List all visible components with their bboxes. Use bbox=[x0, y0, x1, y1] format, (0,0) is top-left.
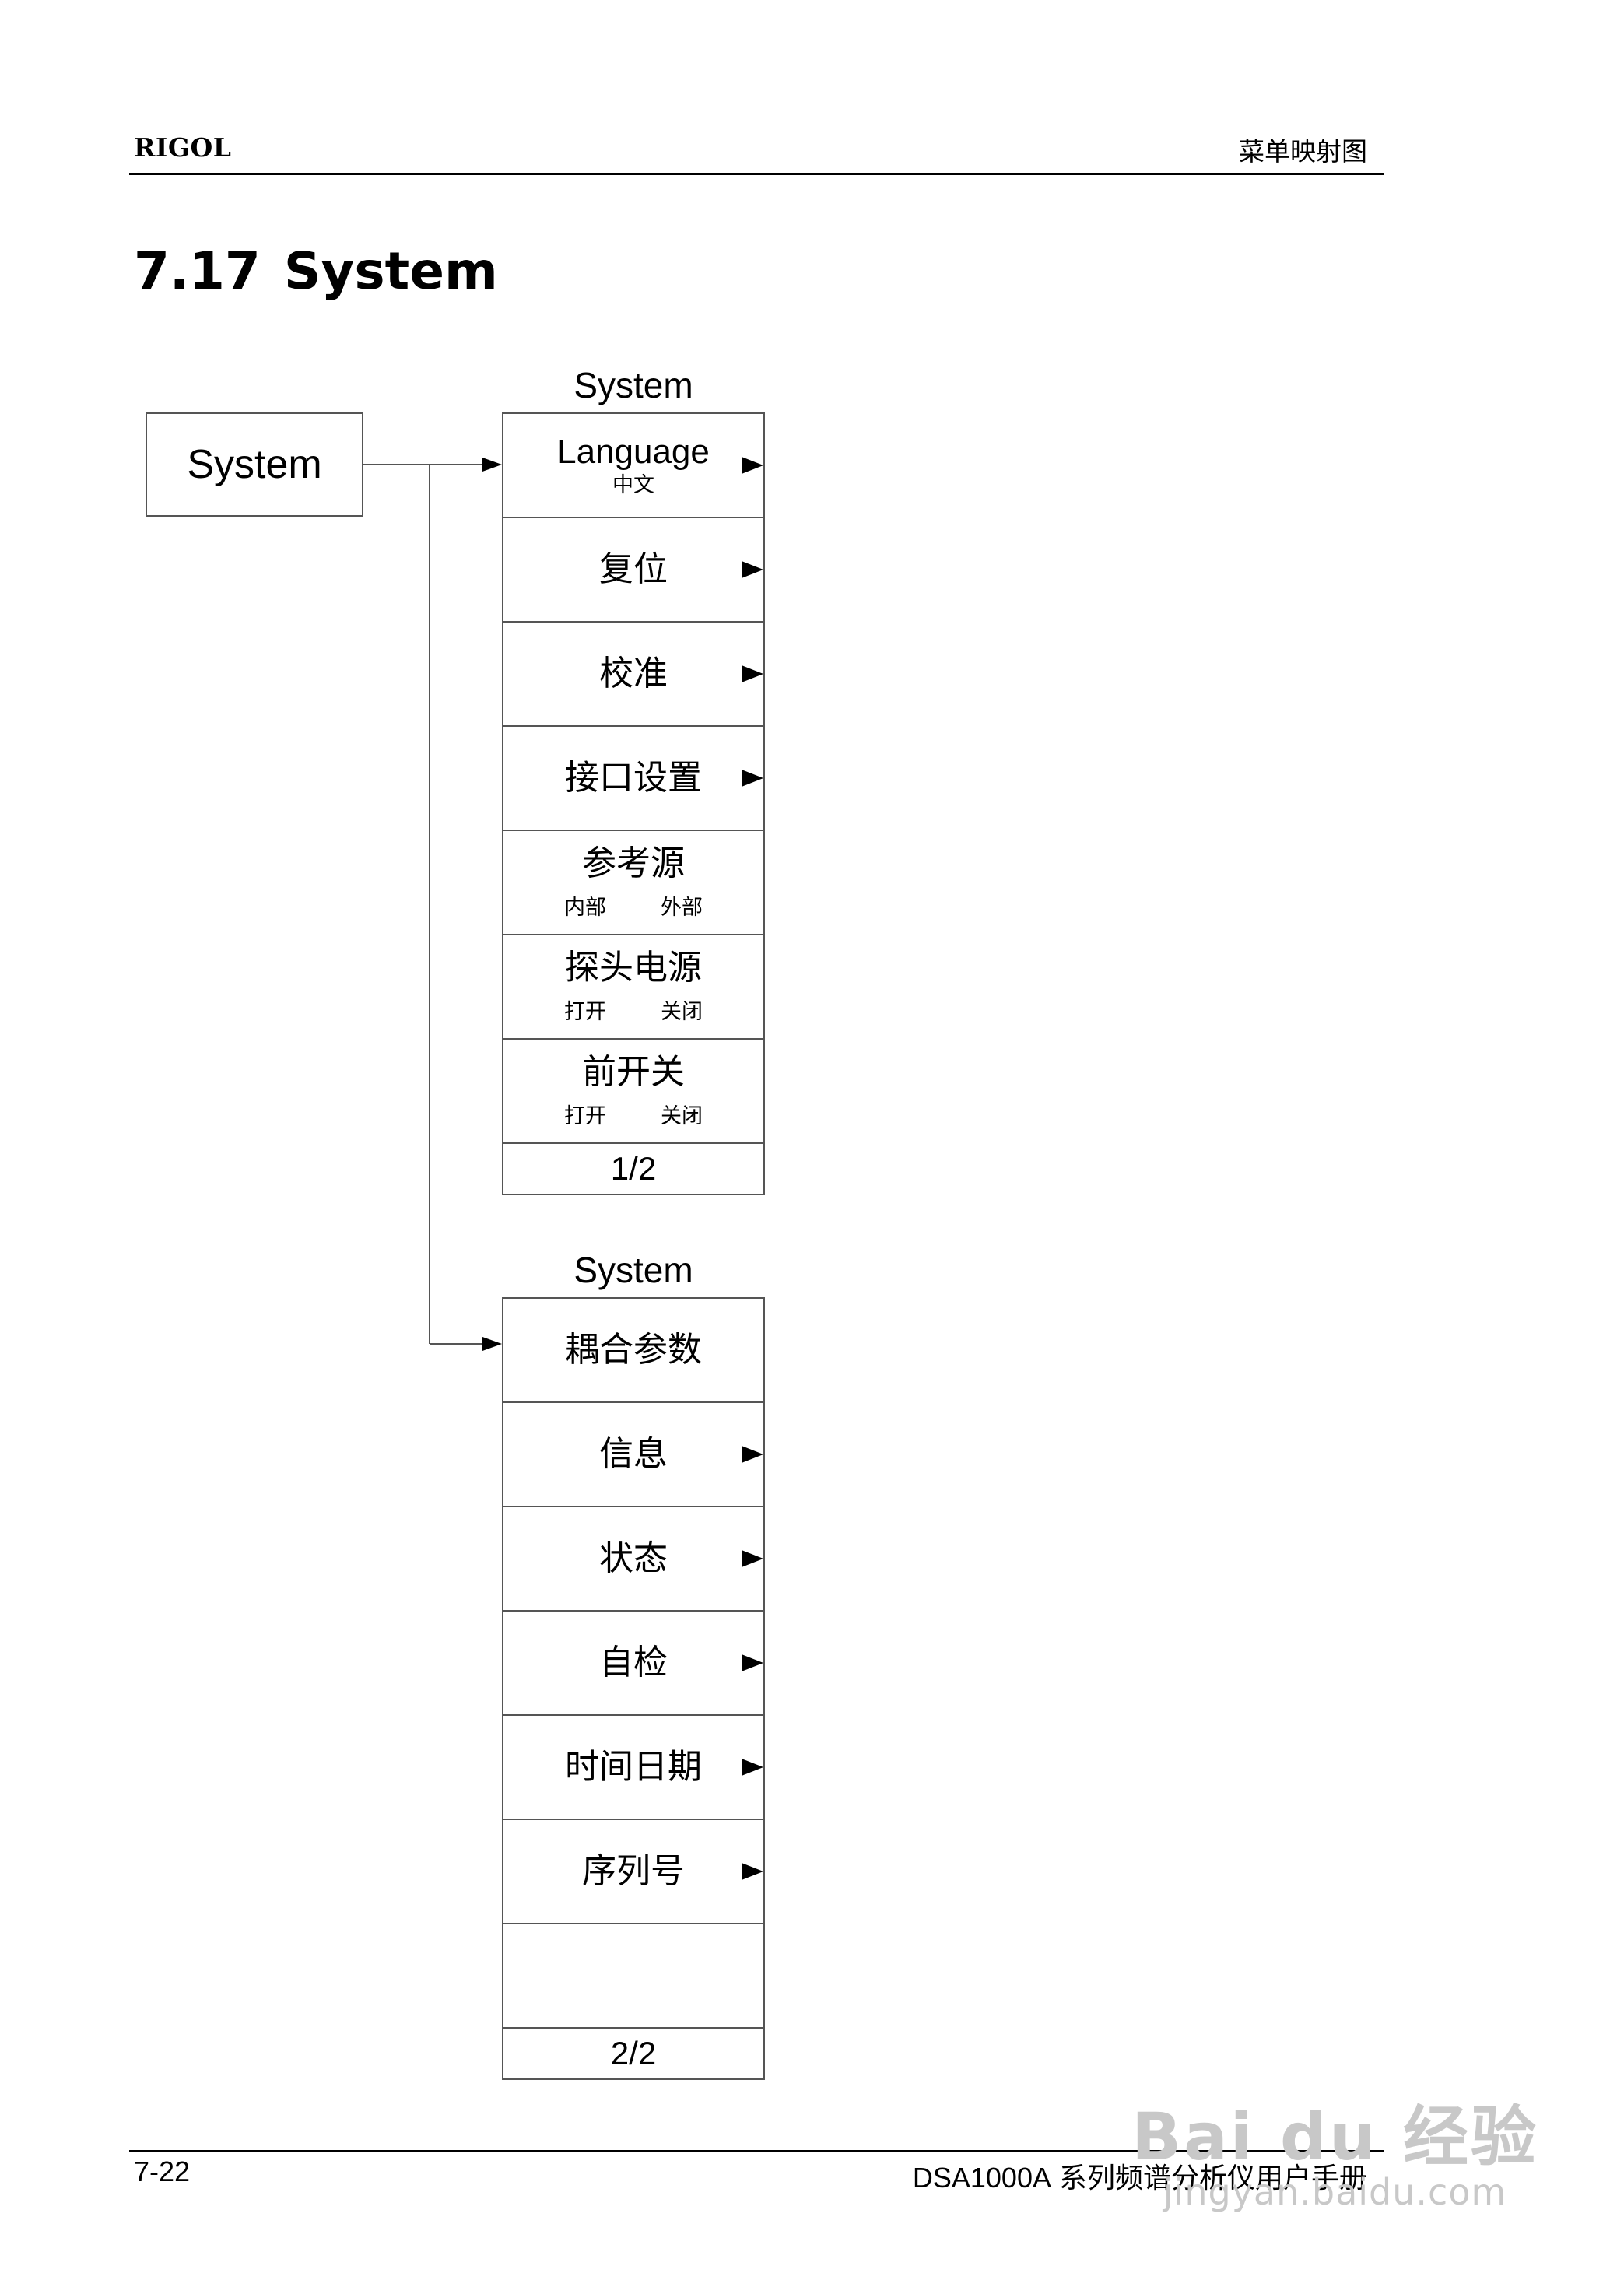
softkey-reference-source[interactable]: 参考源 内部 外部 bbox=[503, 831, 763, 935]
softkey-label: 探头电源 bbox=[565, 948, 702, 988]
softkey-self-test[interactable]: 自检 bbox=[503, 1612, 763, 1716]
submenu-arrow-icon bbox=[742, 457, 763, 474]
softkey-reset[interactable]: 复位 bbox=[503, 518, 763, 623]
connector-arrow-page1 bbox=[482, 458, 502, 472]
option-off: 关闭 bbox=[661, 1103, 703, 1128]
option-on: 打开 bbox=[564, 1103, 606, 1128]
softkey-label: 接口设置 bbox=[565, 757, 702, 798]
softkey-label: 耦合参数 bbox=[565, 1329, 702, 1370]
softkey-information[interactable]: 信息 bbox=[503, 1403, 763, 1507]
softkey-probe-power[interactable]: 探头电源 打开 关闭 bbox=[503, 935, 763, 1040]
softkey-label: 时间日期 bbox=[565, 1746, 702, 1787]
softkey-language[interactable]: Language 中文 bbox=[503, 414, 763, 518]
option-pair: 内部 外部 bbox=[564, 890, 703, 921]
watermark: Bai du 经验 jingyan.baidu.com bbox=[1131, 2101, 1538, 2212]
submenu-arrow-icon bbox=[742, 770, 763, 787]
page-indicator: 2/2 bbox=[610, 2035, 657, 2071]
softkey-front-switch[interactable]: 前开关 打开 关闭 bbox=[503, 1040, 763, 1144]
page-indicator: 1/2 bbox=[610, 1150, 657, 1187]
system-menu-page2: 耦合参数 信息 状态 自检 时间日期 序列号 2/2 bbox=[502, 1297, 765, 2080]
page-title: 7.17 System bbox=[134, 241, 498, 301]
softkey-label: 复位 bbox=[599, 549, 668, 589]
title-text: System bbox=[283, 241, 498, 301]
softkey-empty bbox=[503, 1924, 763, 2029]
softkey-label: 校准 bbox=[599, 653, 668, 693]
menu-title-page1: System bbox=[573, 365, 693, 405]
system-menu-page1: Language 中文 复位 校准 接口设置 参考源 内部 外部 探头电源 打开… bbox=[502, 412, 765, 1195]
softkey-label: Language bbox=[557, 432, 710, 471]
option-pair: 打开 关闭 bbox=[564, 994, 703, 1025]
title-number: 7.17 bbox=[134, 241, 261, 301]
menu-title-page2: System bbox=[573, 1250, 693, 1290]
model-name: DSA1000A bbox=[912, 2162, 1051, 2194]
section-title: 菜单映射图 bbox=[1239, 136, 1367, 167]
footer-rule bbox=[129, 2150, 1384, 2152]
option-on: 打开 bbox=[564, 999, 606, 1024]
manual-name: 系列频谱分析仪用户手册 bbox=[1058, 2162, 1367, 2194]
option-off: 关闭 bbox=[661, 999, 703, 1024]
submenu-arrow-icon bbox=[742, 1550, 763, 1567]
softkey-label: 信息 bbox=[599, 1433, 668, 1474]
submenu-arrow-icon bbox=[742, 561, 763, 578]
softkey-label: 状态 bbox=[599, 1538, 668, 1578]
page-number: 7-22 bbox=[134, 2155, 191, 2187]
softkey-label: 参考源 bbox=[582, 844, 685, 884]
softkey-time-date[interactable]: 时间日期 bbox=[503, 1716, 763, 1820]
watermark-url: jingyan.baidu.com bbox=[1163, 2171, 1507, 2214]
system-key: System bbox=[146, 412, 363, 517]
submenu-arrow-icon bbox=[742, 1759, 763, 1776]
option-external: 外部 bbox=[661, 895, 703, 920]
softkey-label: 前开关 bbox=[582, 1052, 685, 1093]
submenu-arrow-icon bbox=[742, 665, 763, 682]
brand-logo: RIGOL bbox=[134, 132, 232, 163]
softkey-status[interactable]: 状态 bbox=[503, 1507, 763, 1612]
option-pair: 打开 关闭 bbox=[564, 1099, 703, 1129]
watermark-logo: Bai du 经验 bbox=[1131, 2099, 1538, 2175]
softkey-interface-settings[interactable]: 接口设置 bbox=[503, 727, 763, 831]
softkey-serial-number[interactable]: 序列号 bbox=[503, 1820, 763, 1924]
submenu-arrow-icon bbox=[742, 1863, 763, 1880]
softkey-calibrate[interactable]: 校准 bbox=[503, 623, 763, 727]
connector-arrow-page2 bbox=[482, 1337, 502, 1351]
softkey-label: 序列号 bbox=[582, 1850, 685, 1891]
option-internal: 内部 bbox=[564, 895, 606, 920]
softkey-value: 中文 bbox=[612, 473, 654, 498]
submenu-arrow-icon bbox=[742, 1654, 763, 1671]
header-rule bbox=[129, 173, 1384, 175]
submenu-arrow-icon bbox=[742, 1446, 763, 1463]
softkey-label: 自检 bbox=[599, 1642, 668, 1682]
softkey-coupling-params[interactable]: 耦合参数 bbox=[503, 1299, 763, 1403]
